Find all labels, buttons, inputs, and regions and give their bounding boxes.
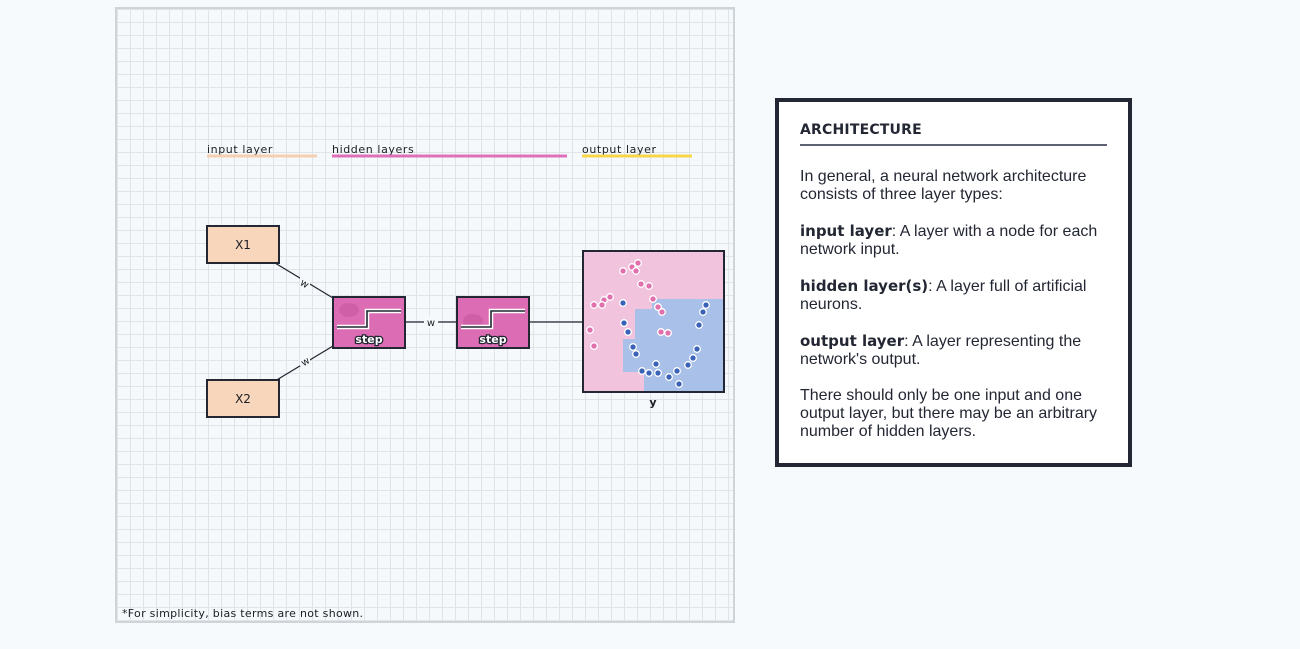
blue-data-point <box>620 319 628 327</box>
term-output-layer: output layer <box>800 332 905 350</box>
pink-data-point <box>632 267 640 275</box>
weight-label-2: w <box>299 355 312 369</box>
pink-data-point <box>634 259 642 267</box>
term-hidden-layers: hidden layer(s) <box>800 277 929 295</box>
desc-hidden-layers: : A layer full of artificial neurons. <box>800 278 1087 313</box>
blue-data-point <box>673 367 681 375</box>
input-node-x1-label: X1 <box>235 238 251 252</box>
pink-data-point <box>598 301 606 309</box>
hidden-node-1-label: step <box>355 333 382 346</box>
diagram-svg: input layer hidden layers output layer w… <box>206 143 725 418</box>
term-input-layer: input layer <box>800 222 892 240</box>
blue-data-point <box>629 343 637 351</box>
pink-data-point <box>606 293 614 301</box>
blue-data-point <box>699 308 707 316</box>
input-node-x1: X1 <box>206 225 280 264</box>
blue-data-point <box>684 361 692 369</box>
hidden-layers-label: hidden layers <box>332 143 414 156</box>
input-layer-label: input layer <box>207 143 273 156</box>
weight-label-3: w <box>427 318 435 329</box>
blue-data-point <box>654 369 662 377</box>
pink-data-point <box>658 308 666 316</box>
pink-data-point <box>619 267 627 275</box>
blue-data-point <box>695 321 703 329</box>
weight-label-1: w <box>298 277 311 291</box>
desc-input-layer: : A layer with a node for each network i… <box>800 223 1098 258</box>
hidden-node-1: step <box>332 296 406 349</box>
blue-data-point <box>693 345 701 353</box>
panel-item-input: input layer: A layer with a node for eac… <box>800 222 1107 259</box>
panel-item-output: output layer: A layer representing the n… <box>800 332 1107 369</box>
network-diagram: input layer hidden layers output layer w… <box>115 7 735 623</box>
blue-data-point <box>652 360 660 368</box>
input-node-x2: X2 <box>206 379 280 418</box>
blue-data-point <box>689 354 697 362</box>
blue-data-point <box>665 373 673 381</box>
blue-data-point <box>632 350 640 358</box>
hidden-node-2: step <box>456 296 530 349</box>
pink-data-point <box>649 295 657 303</box>
panel-item-hidden: hidden layer(s): A layer full of artific… <box>800 277 1107 314</box>
pink-data-point <box>590 342 598 350</box>
blue-data-point <box>702 301 710 309</box>
hidden-node-2-label: step <box>479 333 506 346</box>
pink-data-point <box>654 303 662 311</box>
pink-data-point <box>586 326 594 334</box>
output-node: y <box>582 250 725 409</box>
blue-data-point <box>624 328 632 336</box>
blue-data-point <box>645 369 653 377</box>
blue-data-point <box>638 367 646 375</box>
footnote: *For simplicity, bias terms are not show… <box>122 607 364 620</box>
pink-data-point <box>657 328 665 336</box>
output-layer-label: output layer <box>582 143 657 156</box>
pink-data-point <box>637 280 645 288</box>
output-node-label: y <box>649 396 656 409</box>
blue-data-point <box>675 380 683 388</box>
pink-data-point <box>590 301 598 309</box>
panel-intro: In general, a neural network architectur… <box>800 168 1087 203</box>
desc-output-layer: : A layer representing the network's out… <box>800 333 1082 368</box>
panel-outro: There should only be one input and one o… <box>800 387 1098 440</box>
blue-data-point <box>619 299 627 307</box>
input-node-x2-label: X2 <box>235 392 251 406</box>
panel-title: ARCHITECTURE <box>800 122 1107 146</box>
architecture-panel: ARCHITECTURE In general, a neural networ… <box>775 98 1132 467</box>
pink-data-point <box>645 282 653 290</box>
pink-data-point <box>664 329 672 337</box>
